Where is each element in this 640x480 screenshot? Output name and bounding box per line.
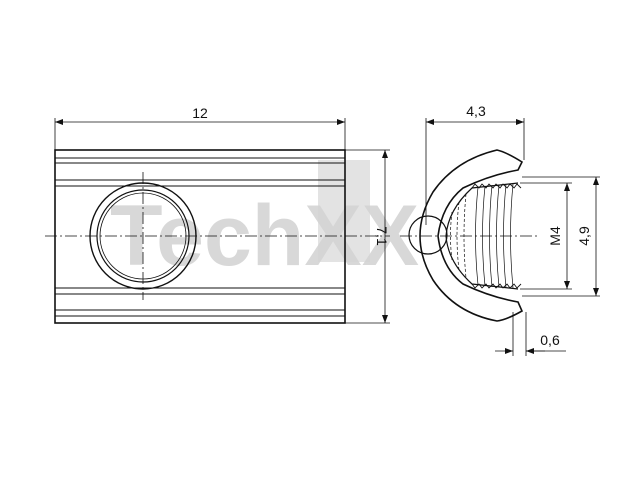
- offset-dimension-label: 0,6: [540, 332, 560, 348]
- spring-ball: [408, 215, 448, 255]
- front-view: 12 7,1: [45, 105, 390, 324]
- height-dimension-label: 7,1: [374, 226, 390, 246]
- front-outline: [54, 149, 346, 324]
- width-dimension-label: 12: [192, 105, 208, 121]
- thread-dimension-label: M4: [547, 226, 563, 246]
- side-width-dimension-label: 4,3: [466, 103, 486, 119]
- watermark: TechXX: [110, 160, 419, 284]
- watermark-block: [318, 160, 370, 262]
- thread-crest-top: [471, 183, 522, 189]
- thread-crest-bottom: [471, 283, 522, 289]
- side-body-outline: [419, 149, 524, 322]
- side-view: 4,3 M4 4,9 0,6: [400, 103, 600, 356]
- side-height-dimension-label: 4,9: [576, 226, 592, 246]
- thread-line: [456, 201, 460, 271]
